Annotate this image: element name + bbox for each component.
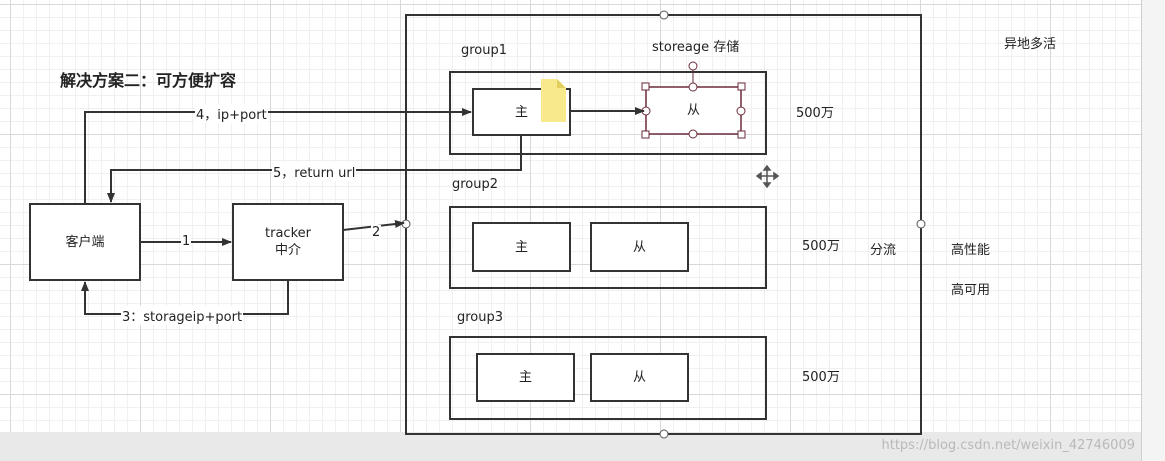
tracker-box[interactable] xyxy=(232,203,344,281)
arrow-3-label: 3：storageip+port xyxy=(121,306,244,325)
resize-handle-tl[interactable] xyxy=(641,82,650,91)
rotate-handle[interactable] xyxy=(688,61,698,71)
resize-handle-bl[interactable] xyxy=(641,130,650,139)
move-cursor-icon xyxy=(755,164,780,189)
high-perf-note: 高性能 xyxy=(951,243,991,258)
group2-slave-box[interactable] xyxy=(590,222,689,272)
arrow-4-label: 4，ip+port xyxy=(195,104,268,123)
client-label: 客户端 xyxy=(65,234,105,250)
arrow-2-label: 2 xyxy=(371,225,382,240)
high-avail-note: 高可用 xyxy=(951,283,991,298)
arrow-1-label: 1 xyxy=(181,234,192,249)
resize-handle-tr[interactable] xyxy=(737,82,746,91)
tracker-label-line1: tracker xyxy=(265,226,311,241)
tracker-label-line2: 中介 xyxy=(274,243,301,258)
client-box[interactable] xyxy=(29,203,141,281)
container-handle-top[interactable] xyxy=(659,10,669,20)
arrow-4-client-to-master[interactable] xyxy=(84,108,472,204)
watermark: https://blog.csdn.net/weixin_42746009 xyxy=(881,438,1135,453)
group3-slave-label: 从 xyxy=(632,370,646,385)
group2-box[interactable] xyxy=(449,206,767,289)
group1-master-label: 主 xyxy=(514,104,528,120)
group3-capacity: 500万 xyxy=(802,370,840,385)
group2-master-box[interactable] xyxy=(472,222,571,272)
container-handle-bottom[interactable] xyxy=(659,429,669,439)
group2-capacity: 500万 xyxy=(802,239,840,254)
group3-master-label: 主 xyxy=(518,370,532,385)
container-handle-right[interactable] xyxy=(916,219,926,229)
resize-handle-r[interactable] xyxy=(736,106,746,116)
group1-capacity: 500万 xyxy=(796,106,834,121)
resize-handle-t[interactable] xyxy=(688,82,698,92)
diagram-title: 解决方案二：可方便扩容 xyxy=(60,71,237,90)
group3-box[interactable] xyxy=(449,336,767,420)
group3-master-box[interactable] xyxy=(476,353,575,402)
group2-name: group2 xyxy=(452,177,499,192)
storage-label: storeage 存储 xyxy=(652,40,740,55)
top-right-note: 异地多活 xyxy=(1004,37,1057,52)
group1-name: group1 xyxy=(461,43,508,58)
sticky-note-icon[interactable] xyxy=(541,79,566,122)
group3-name: group3 xyxy=(457,310,504,325)
group2-master-label: 主 xyxy=(514,239,528,255)
right-scroll-strip[interactable] xyxy=(1141,0,1165,461)
tracker-label: tracker 中介 xyxy=(234,205,342,279)
group2-slave-label: 从 xyxy=(632,239,646,255)
group1-slave-label: 从 xyxy=(686,103,700,118)
resize-handle-b[interactable] xyxy=(688,129,698,139)
resize-handle-br[interactable] xyxy=(737,130,746,139)
group3-slave-box[interactable] xyxy=(590,353,689,402)
split-note: 分流 xyxy=(870,243,897,258)
arrow-5-label: 5，return url xyxy=(272,162,357,181)
